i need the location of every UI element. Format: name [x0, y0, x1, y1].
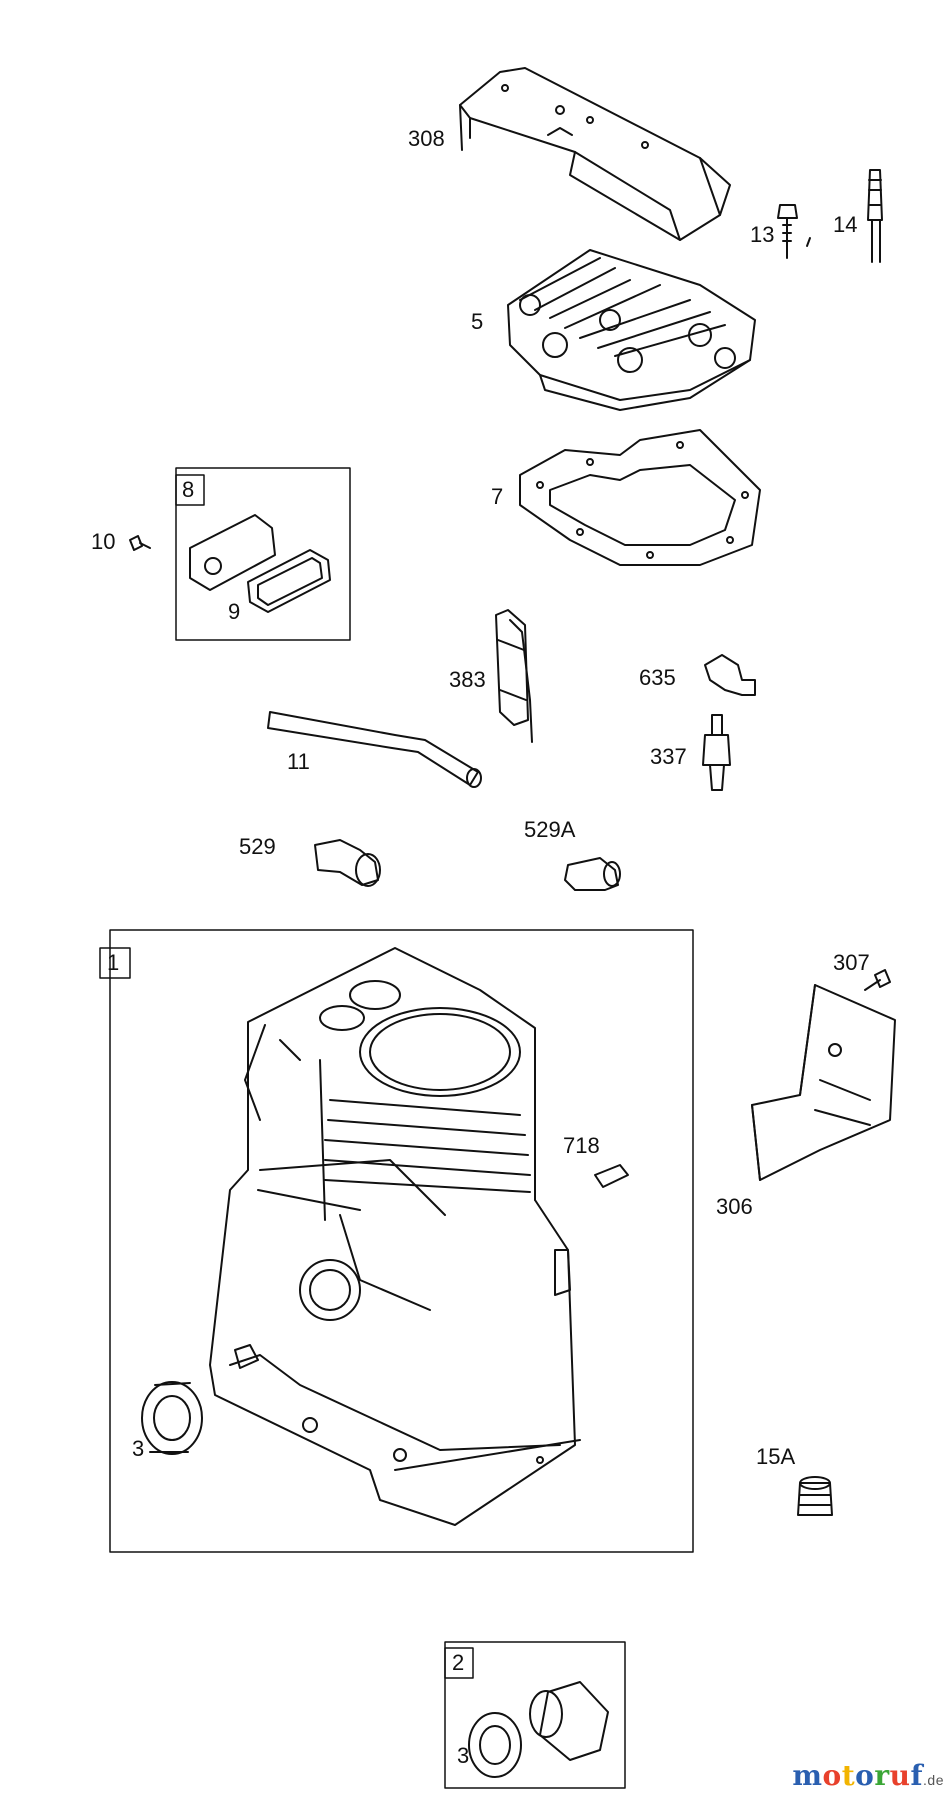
logo-letter-4: o — [855, 1759, 875, 1792]
callout-306: 306 — [716, 1194, 753, 1219]
part-10-screw — [129, 535, 151, 551]
logo-letter-7: f — [910, 1759, 924, 1792]
box-8-tag — [175, 474, 205, 506]
callout-13: 13 — [750, 222, 775, 247]
callout-308: 308 — [408, 126, 445, 151]
callout-11: 11 — [287, 749, 310, 774]
box-2-seal-kit — [444, 1641, 626, 1789]
part-718-dowel-pin — [594, 1164, 629, 1188]
part-635-spark-plug-boot — [704, 654, 756, 696]
box-1-cylinder-assembly — [109, 929, 694, 1553]
part-8-breather — [189, 514, 276, 591]
logo-letter-2: o — [822, 1759, 842, 1792]
motoruf-logo: motoruf.de — [792, 1759, 944, 1792]
callout-529A: 529A — [524, 817, 576, 842]
part-5-cylinder-head — [507, 249, 756, 411]
part-306-cylinder-shield — [751, 984, 896, 1181]
callout-3-box2: 3 — [457, 1743, 470, 1768]
part-529-intake-elbow — [314, 839, 381, 887]
part-13-bolt — [777, 204, 811, 259]
part-337-spark-plug — [702, 714, 731, 791]
part-11-dipstick-tube — [267, 711, 482, 788]
logo-letter-6: u — [889, 1759, 911, 1792]
callout-718: 718 — [563, 1133, 600, 1158]
callout-383: 383 — [449, 667, 486, 692]
part-3-oil-seal-kit — [468, 1712, 522, 1778]
logo-letter-1: m — [792, 1759, 823, 1792]
part-1-cylinder-block — [209, 947, 581, 1526]
callout-5: 5 — [471, 309, 484, 334]
callout-3-box1: 3 — [132, 1436, 145, 1461]
callout-15A: 15A — [756, 1444, 796, 1469]
callout-337: 337 — [650, 744, 687, 769]
logo-suffix: .de — [923, 1772, 944, 1788]
part-sleeve-kit — [529, 1681, 609, 1761]
callout-307: 307 — [833, 950, 870, 975]
callout-10: 10 — [91, 529, 116, 554]
box-8-breather-assembly — [175, 467, 351, 641]
callout-9: 9 — [228, 599, 241, 624]
part-7-head-gasket — [519, 429, 761, 566]
box-2-tag — [444, 1647, 474, 1679]
box-label-8: 8 — [182, 477, 195, 502]
part-383-ignition-armature — [495, 609, 533, 743]
part-529A-intake-elbow — [564, 857, 621, 891]
logo-letter-5: r — [874, 1759, 890, 1792]
part-15A-pipe-plug — [797, 1476, 833, 1516]
box-label-1: 1 — [107, 950, 120, 975]
part-308-cylinder-shroud — [459, 67, 731, 241]
box-1-tag — [99, 947, 131, 979]
part-9-gasket — [247, 549, 331, 613]
box-label-2: 2 — [452, 1650, 465, 1675]
part-3-oil-seal — [141, 1381, 203, 1455]
callout-635: 635 — [639, 665, 676, 690]
part-14-stud — [867, 169, 883, 263]
callout-529: 529 — [239, 834, 276, 859]
callout-7: 7 — [491, 484, 504, 509]
callout-14: 14 — [833, 212, 858, 237]
logo-letter-3: t — [841, 1759, 856, 1792]
part-307-screw — [864, 969, 891, 991]
